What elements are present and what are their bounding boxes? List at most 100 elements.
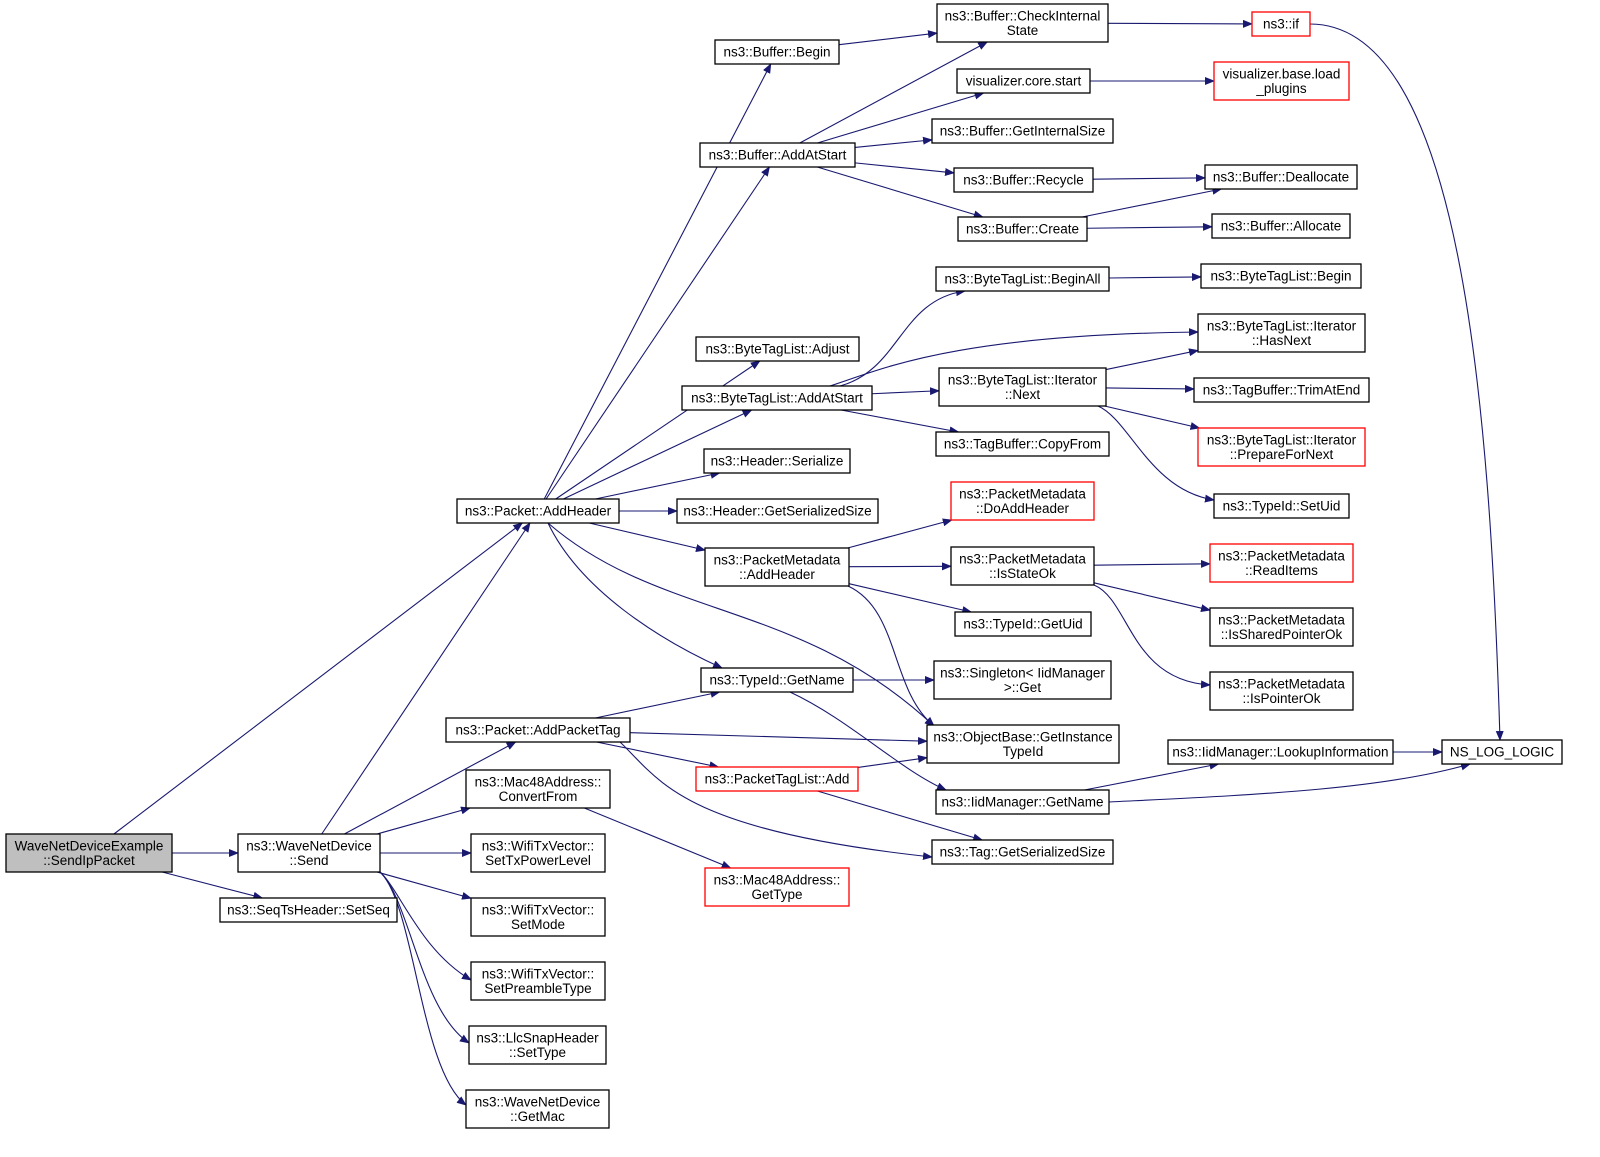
node-btl-it-next[interactable]: ns3::ByteTagList::Iterator::Next <box>938 367 1107 407</box>
node-btl-begin[interactable]: ns3::ByteTagList::Begin <box>1200 263 1362 289</box>
call-edge-root-to-pkt_addheader <box>113 522 524 835</box>
node-buf-deallocate[interactable]: ns3::Buffer::Deallocate <box>1204 164 1358 190</box>
node-label-line: ns3::ByteTagList::Iterator <box>1207 318 1357 333</box>
node-box <box>957 216 1088 242</box>
node-label-line: SetMode <box>511 917 565 932</box>
node-label-line: ns3::LlcSnapHeader <box>476 1030 599 1045</box>
node-label-line: ns3::PacketMetadata <box>1218 676 1345 691</box>
node-llc-settype[interactable]: ns3::LlcSnapHeader::SetType <box>468 1025 607 1065</box>
node-label-line: WaveNetDeviceExample <box>15 838 164 853</box>
node-seqts[interactable]: ns3::SeqTsHeader::SetSeq <box>219 897 398 923</box>
node-label-line: ns3::Singleton< IidManager <box>940 665 1105 680</box>
node-ptl-add[interactable]: ns3::PacketTagList::Add <box>695 766 859 792</box>
node-box <box>938 367 1107 407</box>
node-buf-allocate[interactable]: ns3::Buffer::Allocate <box>1211 213 1351 239</box>
call-edge-pkt_addpackettag-to-ob_getinstancetypeid <box>629 732 928 745</box>
node-pkt-addpackettag[interactable]: ns3::Packet::AddPacketTag <box>445 717 631 743</box>
call-edge-btl_addatstart-to-btl_beginall <box>839 288 966 387</box>
call-edge-buf_addatstart-to-buf_create <box>817 166 984 219</box>
node-box <box>931 839 1114 865</box>
node-box <box>676 498 879 524</box>
node-ns3-if[interactable]: ns3::if <box>1251 11 1311 37</box>
node-box <box>956 68 1091 94</box>
node-wifi-preamble[interactable]: ns3::WifiTxVector::SetPreambleType <box>470 961 606 1001</box>
node-tb-trimatend[interactable]: ns3::TagBuffer::TrimAtEnd <box>1193 377 1370 403</box>
node-box <box>935 266 1110 292</box>
node-pm-issharedpointerok[interactable]: ns3::PacketMetadata::IsSharedPointerOk <box>1209 607 1354 647</box>
node-mac48-convertfrom[interactable]: ns3::Mac48Address::ConvertFrom <box>465 769 611 809</box>
call-edge-ptl_add-to-ob_getinstancetypeid <box>857 754 928 769</box>
call-edge-pkt_addpackettag-to-typeid_getname <box>595 689 721 719</box>
node-buf-getinternalsize[interactable]: ns3::Buffer::GetInternalSize <box>931 118 1114 144</box>
call-edge-root-to-seqts <box>162 871 264 900</box>
node-box <box>1213 493 1350 519</box>
node-pm-addheader[interactable]: ns3::PacketMetadata::AddHeader <box>704 547 850 587</box>
node-hdr-getsersize[interactable]: ns3::Header::GetSerializedSize <box>676 498 879 524</box>
node-typeid-setuid[interactable]: ns3::TypeId::SetUid <box>1213 493 1350 519</box>
node-iid-getname[interactable]: ns3::IidManager::GetName <box>935 789 1110 815</box>
node-wifi-mode[interactable]: ns3::WifiTxVector::SetMode <box>470 897 606 937</box>
node-viz-base-load[interactable]: visualizer.base.load_plugins <box>1213 61 1350 101</box>
node-box <box>1251 11 1311 37</box>
node-iid-lookupinformation[interactable]: ns3::IidManager::LookupInformation <box>1167 739 1394 765</box>
node-pm-doaddheader[interactable]: ns3::PacketMetadata::DoAddHeader <box>950 481 1095 521</box>
node-label-line: ns3::Tag::GetSerializedSize <box>940 845 1106 860</box>
node-buf-addatstart[interactable]: ns3::Buffer::AddAtStart <box>699 142 856 168</box>
node-label-line: ::IsSharedPointerOk <box>1221 627 1343 642</box>
node-box <box>700 667 854 693</box>
node-typeid-getname[interactable]: ns3::TypeId::GetName <box>700 667 854 693</box>
node-typeid-getuid[interactable]: ns3::TypeId::GetUid <box>954 611 1092 637</box>
call-edge-ns3_if-to-ns_log_logic <box>1309 23 1504 741</box>
node-label-line: ns3::Mac48Address:: <box>475 774 602 789</box>
node-box <box>1197 427 1366 467</box>
node-hdr-serialize[interactable]: ns3::Header::Serialize <box>703 448 851 474</box>
node-btl-it-hasnext[interactable]: ns3::ByteTagList::Iterator::HasNext <box>1197 313 1366 353</box>
node-label-line: NS_LOG_LOGIC <box>1450 745 1555 760</box>
node-wnd-send[interactable]: ns3::WaveNetDevice::Send <box>237 833 381 873</box>
node-pm-isstateok[interactable]: ns3::PacketMetadata::IsStateOk <box>950 546 1095 586</box>
node-btl-beginall[interactable]: ns3::ByteTagList::BeginAll <box>935 266 1110 292</box>
node-box <box>1211 213 1351 239</box>
node-box <box>445 717 631 743</box>
node-label-line: ::PrepareForNext <box>1230 447 1334 462</box>
node-root[interactable]: WaveNetDeviceExample::SendIpPacket <box>5 833 173 873</box>
node-viz-core-start[interactable]: visualizer.core.start <box>956 68 1091 94</box>
node-label-line: ns3::PacketMetadata <box>1218 612 1345 627</box>
node-tag-getsersize[interactable]: ns3::Tag::GetSerializedSize <box>931 839 1114 865</box>
node-box <box>470 961 606 1001</box>
node-box <box>456 498 620 524</box>
call-edge-buf_recycle-to-buf_deallocate <box>1092 173 1206 182</box>
node-wifi-txpower[interactable]: ns3::WifiTxVector::SetTxPowerLevel <box>470 833 606 873</box>
node-label-line: ::ReadItems <box>1245 563 1318 578</box>
node-label-line: ns3::TypeId::GetUid <box>963 617 1082 632</box>
call-edge-buf_checkinternal-to-ns3_if <box>1107 19 1253 28</box>
call-edge-pkt_addheader-to-buf_begin <box>543 63 772 500</box>
node-mac48-gettype[interactable]: ns3::Mac48Address::GetType <box>704 867 850 907</box>
node-buf-recycle[interactable]: ns3::Buffer::Recycle <box>953 167 1094 193</box>
node-box <box>1197 313 1366 353</box>
node-singleton-get[interactable]: ns3::Singleton< IidManager>::Get <box>933 660 1112 700</box>
node-label-line: _plugins <box>1255 81 1307 96</box>
node-ns-log-logic[interactable]: NS_LOG_LOGIC <box>1441 739 1563 765</box>
node-btl-addatstart[interactable]: ns3::ByteTagList::AddAtStart <box>681 385 873 411</box>
node-box <box>699 142 856 168</box>
node-box <box>695 766 859 792</box>
call-edge-pm_addheader-to-ob_getinstancetypeid <box>847 585 935 727</box>
node-box <box>1200 263 1362 289</box>
call-edge-btl_it_next-to-btl_it_hasnext <box>1105 348 1199 371</box>
node-tb-copyfrom[interactable]: ns3::TagBuffer::CopyFrom <box>935 431 1110 457</box>
call-edge-buf_begin-to-buf_checkinternal <box>838 30 938 46</box>
node-box <box>1204 164 1358 190</box>
node-btl-adjust[interactable]: ns3::ByteTagList::Adjust <box>695 336 860 362</box>
node-buf-create[interactable]: ns3::Buffer::Create <box>957 216 1088 242</box>
node-pm-readitems[interactable]: ns3::PacketMetadata::ReadItems <box>1209 543 1354 583</box>
node-pkt-addheader[interactable]: ns3::Packet::AddHeader <box>456 498 620 524</box>
node-box <box>1441 739 1563 765</box>
node-label-line: SetTxPowerLevel <box>485 853 591 868</box>
node-btl-it-preparefornext[interactable]: ns3::ByteTagList::Iterator::PrepareForNe… <box>1197 427 1366 467</box>
node-buf-begin[interactable]: ns3::Buffer::Begin <box>714 39 840 65</box>
node-pm-ispointerok[interactable]: ns3::PacketMetadata::IsPointerOk <box>1209 671 1354 711</box>
node-wnd-getmac[interactable]: ns3::WaveNetDevice::GetMac <box>465 1089 610 1129</box>
